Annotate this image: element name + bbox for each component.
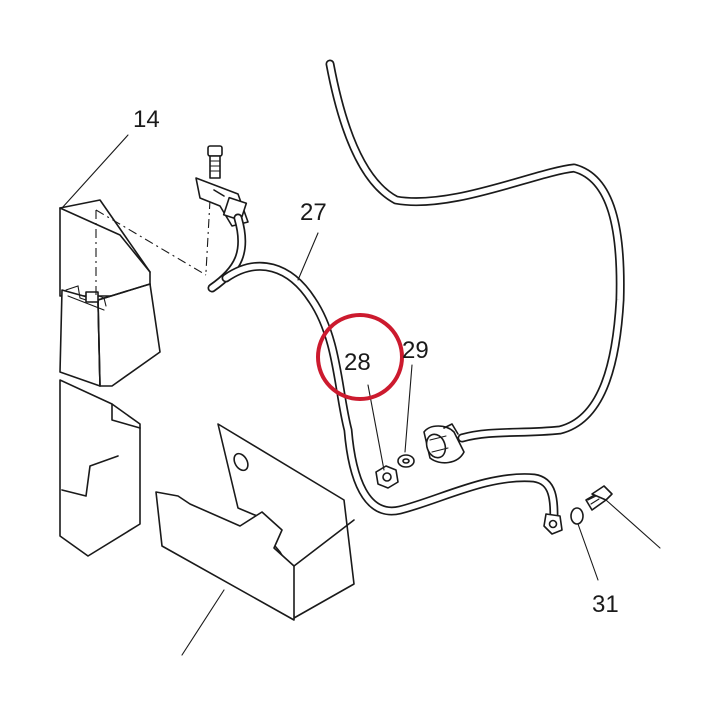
alignment-line bbox=[95, 209, 207, 276]
leader-14 bbox=[61, 134, 129, 209]
callout-28: 28 bbox=[344, 349, 371, 376]
main-cable[interactable] bbox=[325, 59, 625, 443]
terminal-bolt[interactable] bbox=[207, 145, 223, 179]
callout-31: 31 bbox=[592, 591, 619, 618]
cable-27[interactable] bbox=[221, 261, 559, 527]
nut-28[interactable] bbox=[375, 465, 399, 489]
leader-27 bbox=[297, 232, 319, 281]
washer-31[interactable] bbox=[570, 507, 584, 525]
leader-cover bbox=[181, 589, 225, 656]
callout-27: 27 bbox=[300, 199, 327, 226]
battery[interactable] bbox=[59, 199, 161, 387]
callout-14: 14 bbox=[133, 106, 160, 133]
bolt-31[interactable] bbox=[585, 485, 613, 511]
leader-bolt bbox=[605, 499, 661, 549]
battery-cable[interactable] bbox=[207, 213, 247, 293]
callout-29: 29 bbox=[402, 337, 429, 364]
battery-terminal bbox=[85, 291, 99, 303]
leader-29 bbox=[404, 364, 413, 453]
alignment-line bbox=[205, 199, 211, 273]
battery-tray bbox=[59, 379, 141, 557]
battery-cover[interactable] bbox=[155, 423, 355, 621]
ring-terminal bbox=[543, 513, 563, 535]
cable-clamp[interactable] bbox=[423, 423, 465, 464]
leader-31 bbox=[577, 523, 599, 581]
washer-29[interactable] bbox=[397, 454, 415, 468]
highlight-ring bbox=[316, 313, 404, 401]
